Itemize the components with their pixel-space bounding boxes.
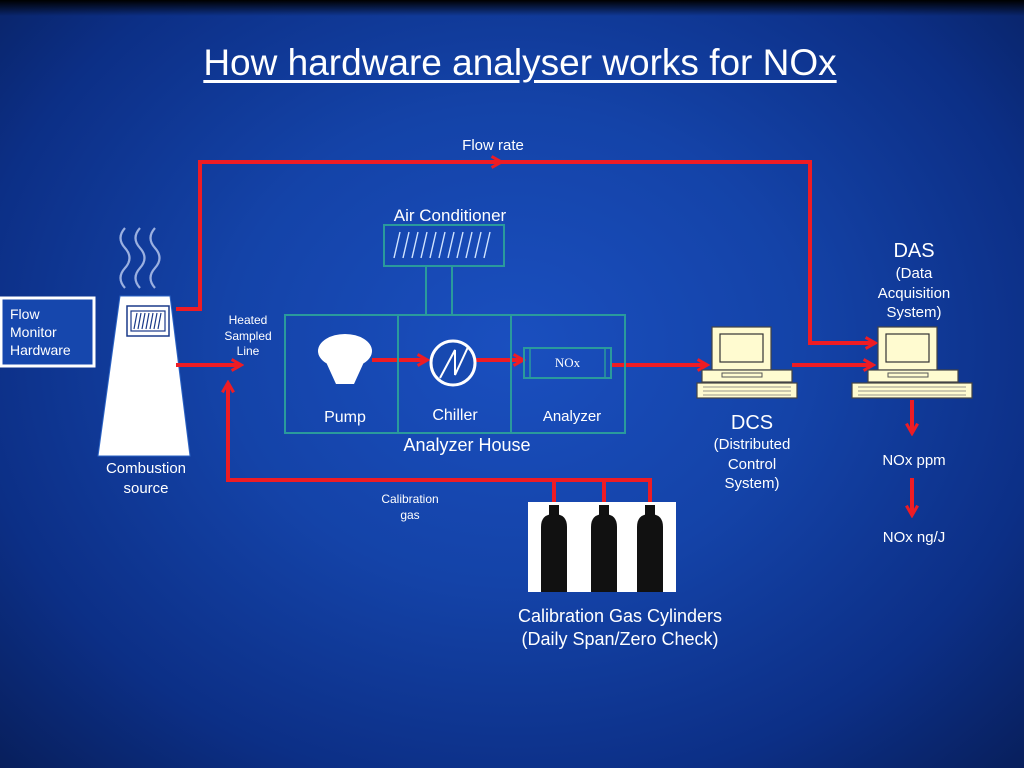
das-subtitle: (Data Acquisition System) [877, 265, 951, 321]
dcs-title: DCS [730, 412, 774, 434]
flow-sensor-icon [126, 305, 170, 337]
calibration-gas-label: Calibration gas [381, 492, 439, 522]
analyzer-house-label: Analyzer House [403, 435, 531, 455]
flow-rate-label: Flow rate [462, 137, 524, 154]
computer-icon [851, 326, 973, 399]
flow-monitor-box [0, 296, 96, 368]
nox-ngj-label: NOx ng/J [882, 529, 946, 546]
air-conditioner-label: Air Conditioner [393, 206, 507, 225]
top-shadow [0, 0, 1024, 16]
gas-cylinder-icon [637, 505, 663, 592]
nox-ppm-label: NOx ppm [882, 452, 946, 469]
nox-analyzer-box [523, 347, 612, 379]
chiller-gauge-icon [429, 339, 477, 387]
combustion-source-label: Combustion source [105, 460, 187, 497]
analyzer-label: Analyzer [542, 408, 602, 425]
air-conditioner-unit [383, 224, 505, 315]
pump-icon [318, 334, 372, 384]
dcs-subtitle: (Distributed Control System) [713, 436, 791, 492]
page-title: How hardware analyser works for NOx [203, 42, 837, 83]
calibration-line [228, 384, 652, 505]
smoke-icon [119, 227, 161, 289]
cylinders-label: Calibration Gas Cylinders (Daily Span/Ze… [517, 606, 723, 650]
computer-icon [696, 326, 798, 399]
chiller-label: Chiller [432, 407, 478, 424]
gas-cylinder-icon [591, 505, 617, 592]
flow-rate-line [176, 162, 874, 343]
heated-line-label: Heated Sampled Line [224, 313, 272, 359]
nox-box-label: NOx [554, 355, 581, 370]
das-title: DAS [893, 240, 935, 262]
analyzer-house [284, 314, 626, 434]
pump-label: Pump [324, 409, 366, 426]
gas-cylinder-icon [541, 505, 567, 592]
flow-monitor-label: Flow Monitor Hardware [10, 306, 71, 359]
